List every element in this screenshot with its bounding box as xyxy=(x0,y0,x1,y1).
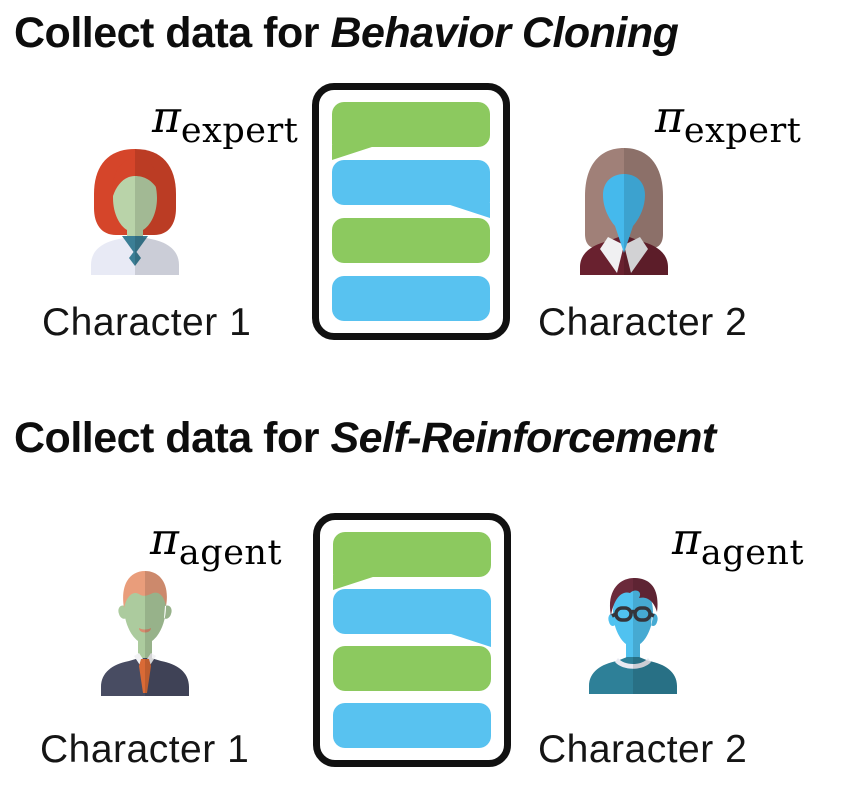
title-prefix: Collect data for xyxy=(14,9,331,57)
pi-subscript: expert xyxy=(180,110,299,151)
chat-bubble-blue xyxy=(332,276,490,321)
policy-label-expert-right: πexpert xyxy=(655,96,801,149)
panel-title: Collect data for Behavior Cloning xyxy=(14,9,679,57)
chat-bubble-green xyxy=(333,646,491,691)
chat-bubble-blue xyxy=(333,703,491,748)
woman-red-bob-avatar xyxy=(82,146,188,275)
title-prefix: Collect data for xyxy=(14,414,331,462)
character-label: Character 2 xyxy=(538,728,748,771)
woman-long-brown-hair-avatar xyxy=(572,146,676,275)
chat-bubble-blue xyxy=(333,589,491,634)
pi-subscript: agent xyxy=(178,532,283,573)
policy-label-agent-left: πagent xyxy=(150,518,282,571)
pi-subscript: agent xyxy=(700,532,805,573)
title-emphasis: Self-Reinforcement xyxy=(330,414,716,462)
chat-window xyxy=(312,83,510,340)
pi-subscript: expert xyxy=(683,110,802,151)
chat-bubble-green xyxy=(333,532,491,577)
character-label: Character 2 xyxy=(538,301,748,344)
policy-label-expert-left: πexpert xyxy=(152,96,298,149)
chat-bubble-green xyxy=(332,102,490,147)
character-label: Character 1 xyxy=(42,301,252,344)
chat-window xyxy=(313,513,511,767)
pi-symbol: π xyxy=(655,92,684,143)
policy-label-agent-right: πagent xyxy=(672,518,804,571)
panel-title: Collect data for Self-Reinforcement xyxy=(14,414,716,462)
chat-bubble-blue xyxy=(332,160,490,205)
character-label: Character 1 xyxy=(40,728,250,771)
chat-bubble-green xyxy=(332,218,490,263)
pi-symbol: π xyxy=(150,514,179,565)
pi-symbol: π xyxy=(672,514,701,565)
pi-symbol: π xyxy=(152,92,181,143)
man-suit-tie-avatar xyxy=(97,566,193,696)
glasses-icon xyxy=(611,606,655,622)
title-emphasis: Behavior Cloning xyxy=(330,9,679,57)
man-glasses-avatar xyxy=(586,574,680,694)
